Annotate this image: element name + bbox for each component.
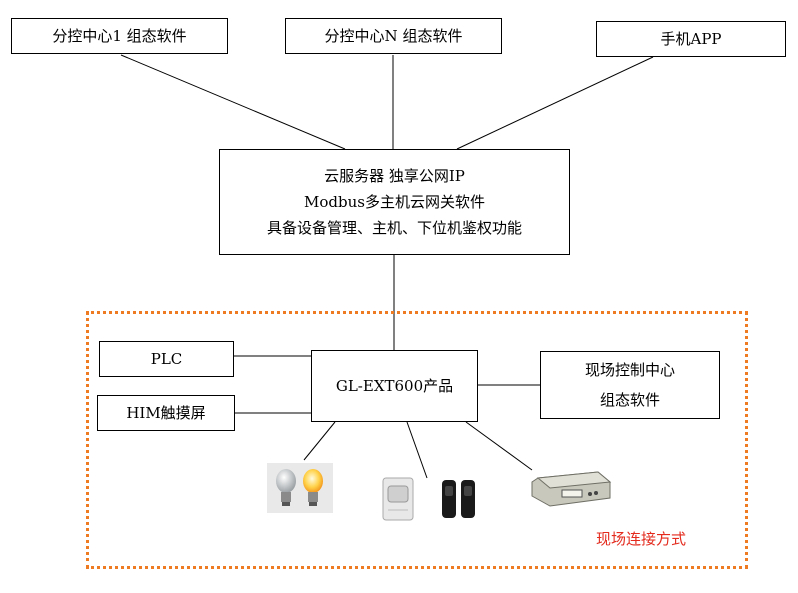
sub-center-1-box: 分控中心1 组态软件 (11, 18, 228, 54)
control-device-icon (531, 471, 612, 507)
gateway-label: GL-EXT600产品 (335, 377, 454, 395)
site-connection-label: 现场连接方式 (596, 530, 687, 548)
him-box: HIM触摸屏 (97, 395, 235, 431)
site-connection-area (86, 311, 748, 569)
gateway-box: GL-EXT600产品 (311, 350, 478, 422)
cloud-server-line-3: 具备设备管理、主机、下位机鉴权功能 (266, 219, 522, 237)
mobile-app-box: 手机APP (596, 21, 786, 57)
light-bulbs-icon (267, 463, 333, 513)
infrared-beam-sensor-icon (442, 480, 475, 518)
plc-box: PLC (99, 341, 234, 377)
pir-sensor-icon (382, 477, 414, 521)
sub-center-n-label: 分控中心N 组态软件 (324, 27, 463, 45)
site-control-center-line-1: 现场控制中心 (584, 361, 675, 379)
mobile-app-label: 手机APP (660, 30, 722, 48)
site-control-center-box: 现场控制中心 组态软件 (540, 351, 720, 419)
cloud-server-line-2: Modbus多主机云网关软件 (304, 193, 485, 211)
sub-center-n-box: 分控中心N 组态软件 (285, 18, 502, 54)
cloud-server-box: 云服务器 独享公网IP Modbus多主机云网关软件 具备设备管理、主机、下位机… (219, 149, 570, 255)
sub-center-1-label: 分控中心1 组态软件 (52, 27, 187, 45)
cloud-server-line-1: 云服务器 独享公网IP (324, 167, 465, 185)
him-label: HIM触摸屏 (126, 404, 206, 422)
plc-label: PLC (150, 350, 183, 368)
site-control-center-line-2: 组态软件 (599, 391, 660, 409)
